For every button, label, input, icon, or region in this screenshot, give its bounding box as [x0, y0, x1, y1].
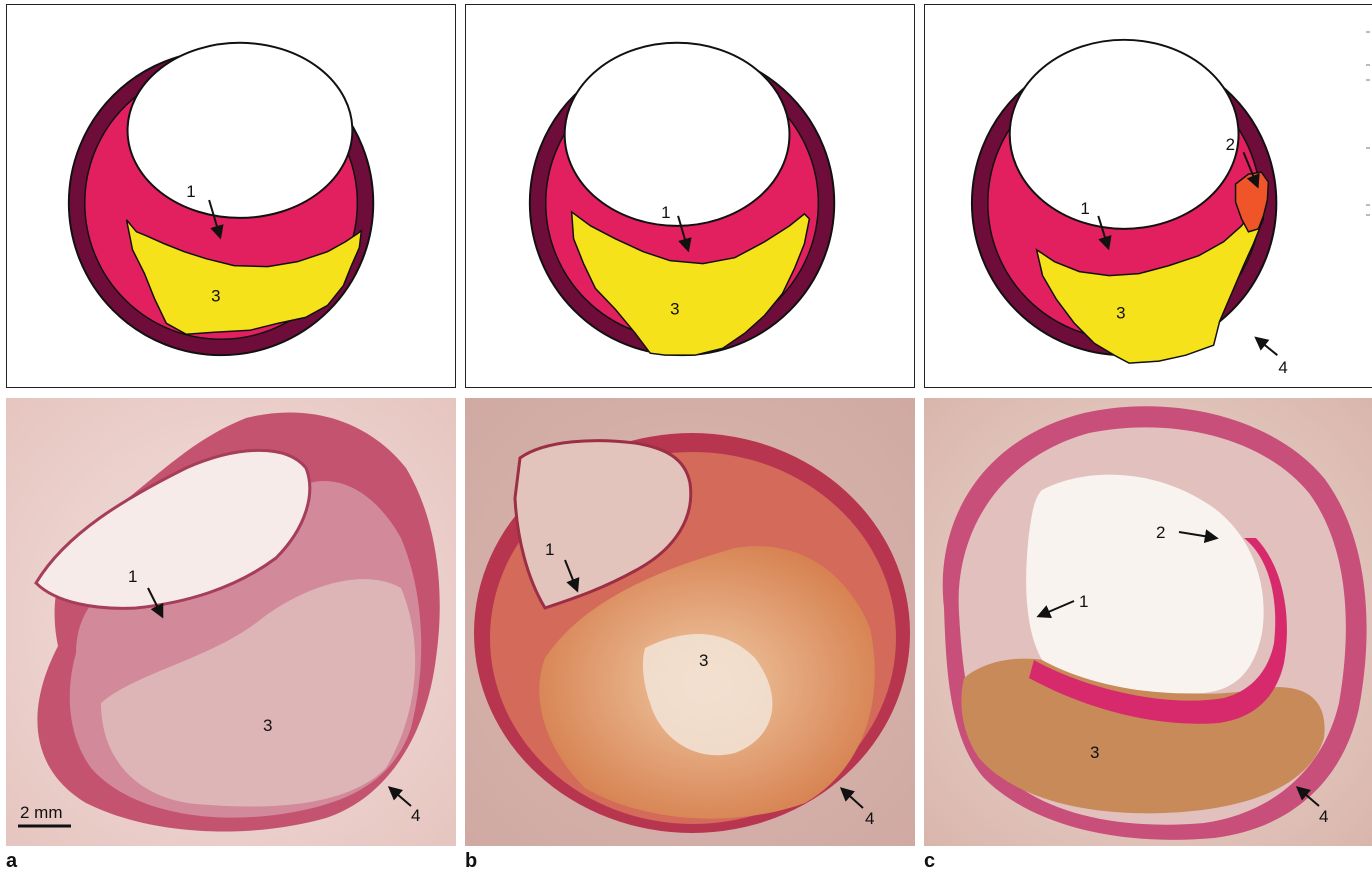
photo-c-label-2: 2: [1156, 523, 1165, 542]
histology-a: 1 3 4 2 mm: [6, 398, 456, 846]
photo-b-label-4: 4: [865, 809, 874, 828]
histology-b: 1 3 4: [465, 398, 915, 846]
diagram-c-label-1: 1: [1080, 199, 1089, 218]
lumen-b: [565, 43, 790, 226]
photo-c-label-3: 3: [1090, 743, 1099, 762]
diagram-a: 1 3: [6, 4, 456, 388]
diagram-c-label-2: 2: [1226, 135, 1235, 154]
diagram-b-label-3: 3: [670, 299, 679, 318]
diagram-c-arrow-4: [1256, 338, 1277, 355]
diagram-c-label-4: 4: [1278, 358, 1287, 377]
diagram-a-label-3: 3: [211, 286, 220, 305]
photo-c-label-1: 1: [1079, 592, 1088, 611]
photo-c-label-4: 4: [1319, 807, 1328, 826]
diagram-c-label-3: 3: [1116, 303, 1125, 322]
diagram-c: 1 2 3 4: [924, 4, 1372, 388]
panel-letter-c: c: [924, 850, 935, 873]
diagram-b: 1 3: [465, 4, 915, 388]
photo-a-label-1: 1: [128, 567, 137, 586]
scale-bar-label-a: 2 mm: [20, 803, 63, 822]
panel-letter-b: b: [465, 850, 477, 873]
photo-b-label-3: 3: [699, 651, 708, 670]
diagram-b-label-1: 1: [661, 203, 670, 222]
lumen-c: [1010, 40, 1239, 229]
photo-a-label-4: 4: [411, 806, 420, 825]
panel-letter-a: a: [6, 850, 17, 873]
histology-c: 1 2 3 4: [924, 398, 1372, 846]
diagram-a-label-1: 1: [186, 182, 195, 201]
lumen-a: [128, 43, 353, 218]
photo-a-label-3: 3: [263, 716, 272, 735]
photo-b-label-1: 1: [545, 540, 554, 559]
edge-marks: [1364, 20, 1372, 240]
